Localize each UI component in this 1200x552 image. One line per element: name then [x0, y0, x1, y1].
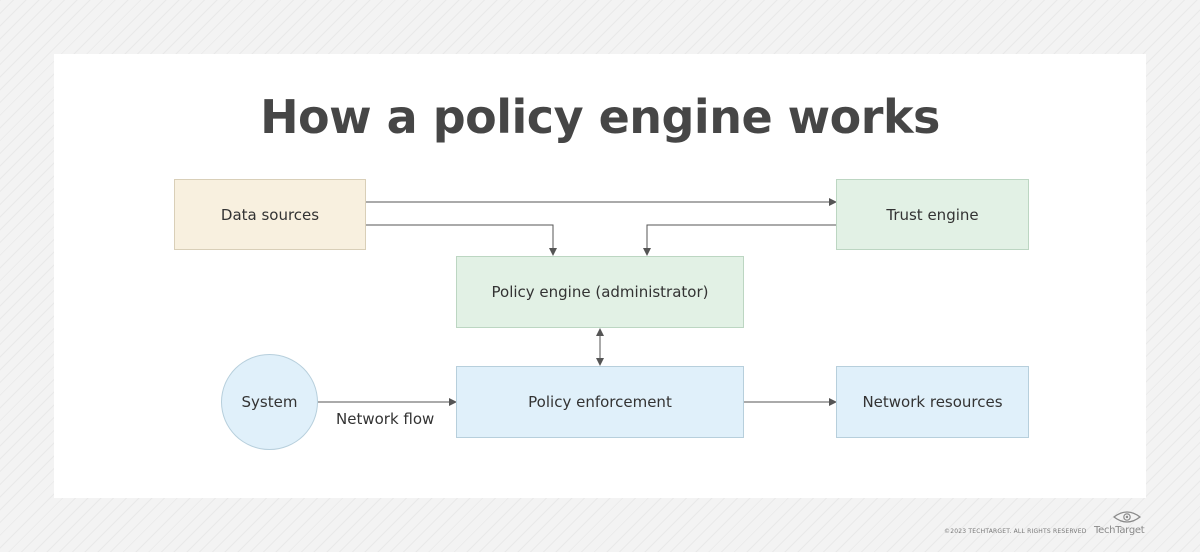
node-system-label: System [241, 393, 298, 411]
edge-label-network-flow: Network flow [336, 410, 435, 428]
node-trust-engine: Trust engine [836, 179, 1029, 250]
arrow-data-sources-to-policy-engine [366, 224, 557, 256]
node-policy-enforcement-label: Policy enforcement [528, 393, 672, 411]
node-data-sources: Data sources [174, 179, 366, 250]
node-policy-engine: Policy engine (administrator) [456, 256, 744, 328]
target-eye-icon [1113, 511, 1141, 523]
arrow-trust-engine-to-policy-engine [643, 224, 836, 256]
copyright-notice: ©2023 TECHTARGET. ALL RIGHTS RESERVED [944, 528, 1087, 535]
node-system: System [221, 354, 318, 450]
diagram-title: How a policy engine works [260, 90, 940, 144]
node-network-resources-label: Network resources [862, 393, 1003, 411]
techtarget-logo: TechTarget [1094, 510, 1150, 540]
node-policy-engine-label: Policy engine (administrator) [491, 283, 709, 301]
node-data-sources-label: Data sources [220, 205, 320, 224]
node-trust-engine-label: Trust engine [886, 205, 979, 224]
brand-name: TechTarget [1094, 525, 1145, 536]
node-network-resources: Network resources [836, 366, 1029, 438]
node-policy-enforcement: Policy enforcement [456, 366, 744, 438]
